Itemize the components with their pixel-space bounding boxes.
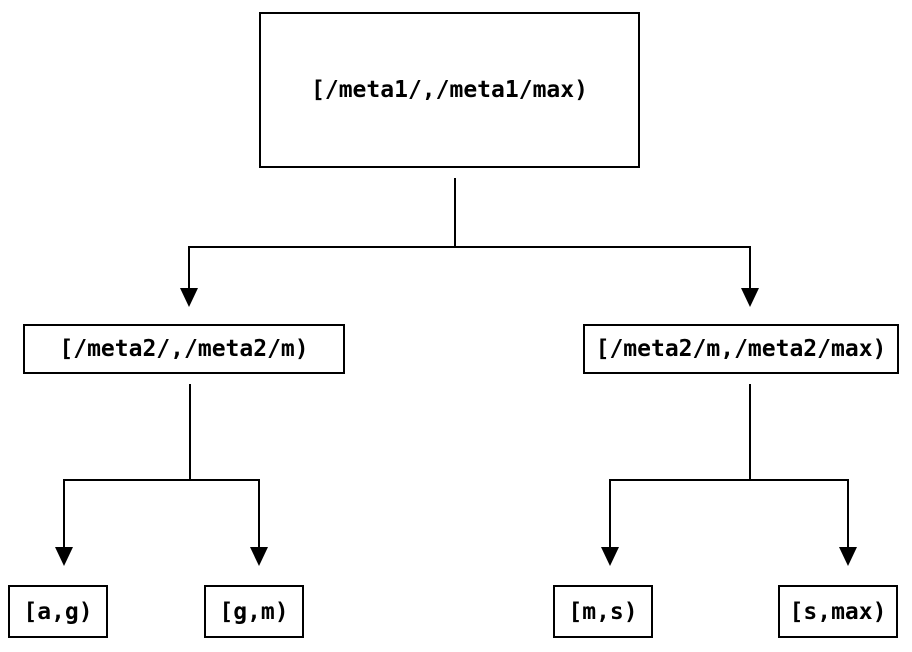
arrowhead-down-icon xyxy=(55,547,73,566)
node-leaf-smax: [s,max) xyxy=(778,585,898,638)
node-leaf-gm: [g,m) xyxy=(204,585,304,638)
node-label: [/meta2/m,/meta2/max) xyxy=(595,336,887,362)
node-leaf-ag: [a,g) xyxy=(8,585,108,638)
node-root: [/meta1/,/meta1/max) xyxy=(259,12,640,168)
arrowhead-down-icon xyxy=(180,288,198,307)
node-left-subtree: [/meta2/,/meta2/m) xyxy=(23,324,345,374)
node-label: [a,g) xyxy=(23,598,93,625)
arrowhead-down-icon xyxy=(250,547,268,566)
node-label: [/meta2/,/meta2/m) xyxy=(59,336,309,362)
node-label: [g,m) xyxy=(219,598,289,625)
node-leaf-ms: [m,s) xyxy=(553,585,653,638)
arrowhead-down-icon xyxy=(601,547,619,566)
node-label: [s,max) xyxy=(789,598,887,625)
node-label: [/meta1/,/meta1/max) xyxy=(311,77,588,103)
node-label: [m,s) xyxy=(568,598,638,625)
node-right-subtree: [/meta2/m,/meta2/max) xyxy=(583,324,899,374)
arrowhead-down-icon xyxy=(741,288,759,307)
connector-left-subtree-to-leaves xyxy=(55,384,268,566)
arrowhead-down-icon xyxy=(839,547,857,566)
connector-right-subtree-to-leaves xyxy=(601,384,857,566)
connector-root-to-level2 xyxy=(180,178,759,307)
